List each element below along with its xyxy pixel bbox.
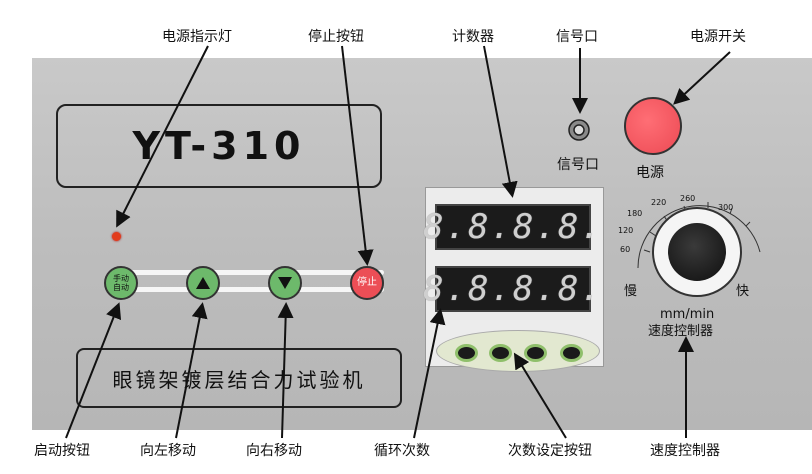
- arrow-move-right: [277, 302, 294, 439]
- signal-port-label: 信号口: [557, 157, 599, 173]
- slow-label: 慢: [624, 284, 638, 299]
- arrow-start-button: [65, 302, 122, 439]
- signal-port-connector-icon[interactable]: [567, 118, 591, 142]
- rail-bottom: [110, 287, 384, 292]
- manual-label: 手动: [113, 274, 129, 283]
- arrow-power-switch: [673, 51, 731, 105]
- scale-tick-220: 220: [651, 198, 667, 207]
- callout-power-switch: 电源开关: [690, 29, 746, 45]
- callout-speed-controller: 速度控制器: [650, 443, 720, 459]
- scale-tick-60: 60: [620, 245, 631, 254]
- speed-control-knob[interactable]: [668, 223, 726, 281]
- arrow-power-indicator: [116, 45, 209, 228]
- power-indicator-led: [112, 232, 121, 241]
- counter-display-bottom: 8.8.8.8.: [423, 266, 601, 312]
- speed-unit-label: mm/min: [660, 307, 715, 322]
- arrow-counter: [483, 45, 518, 198]
- callout-start-button: 启动按钮: [34, 443, 90, 459]
- stop-button-label: 停止: [357, 277, 377, 288]
- count-set-button-1[interactable]: [455, 344, 478, 362]
- count-set-button-4[interactable]: [560, 344, 583, 362]
- counter-display-top: 8.8.8.8.: [423, 204, 601, 250]
- rail-top: [110, 270, 384, 275]
- fast-label: 快: [736, 284, 750, 299]
- callout-cycle-count: 循环次数: [374, 443, 430, 459]
- arrow-stop-button: [341, 45, 374, 266]
- speed-controller-label: 速度控制器: [648, 324, 714, 339]
- move-left-button[interactable]: [186, 266, 220, 300]
- auto-label: 自动: [113, 283, 129, 292]
- machine-name-plate: 眼镜架镀层结合力试验机: [76, 348, 402, 408]
- move-right-button[interactable]: [268, 266, 302, 300]
- arrow-cycle-count: [413, 308, 446, 439]
- machine-name: 眼镜架镀层结合力试验机: [112, 367, 366, 392]
- model-title: YT-310: [132, 124, 306, 168]
- arrow-down-icon: [278, 277, 292, 289]
- callout-power-indicator: 电源指示灯: [162, 29, 232, 45]
- arrow-move-left: [175, 302, 208, 439]
- arrow-up-icon: [196, 277, 210, 289]
- scale-tick-180: 180: [627, 209, 643, 218]
- callout-move-left: 向左移动: [140, 443, 196, 459]
- callout-move-right: 向右移动: [246, 443, 302, 459]
- count-set-button-2[interactable]: [489, 344, 512, 362]
- callout-counter: 计数器: [452, 29, 494, 45]
- power-label: 电源: [636, 165, 664, 181]
- callout-signal-port: 信号口: [556, 29, 598, 45]
- display-top-digits: 8.8.8.8.: [423, 207, 603, 247]
- power-switch-button[interactable]: [624, 97, 682, 155]
- manual-auto-button[interactable]: 手动 自动: [104, 266, 138, 300]
- model-plate: YT-310: [56, 104, 382, 188]
- callout-stop-button: 停止按钮: [308, 29, 364, 45]
- stop-button[interactable]: 停止: [350, 266, 384, 300]
- scale-tick-300: 300: [718, 203, 734, 212]
- scale-tick-120: 120: [618, 226, 634, 235]
- scale-tick-260: 260: [680, 194, 696, 203]
- arrow-count-set-button: [513, 352, 567, 439]
- speed-knob-ring: [652, 207, 742, 297]
- callout-count-set-button: 次数设定按钮: [508, 443, 592, 459]
- display-bottom-digits: 8.8.8.8.: [423, 269, 603, 309]
